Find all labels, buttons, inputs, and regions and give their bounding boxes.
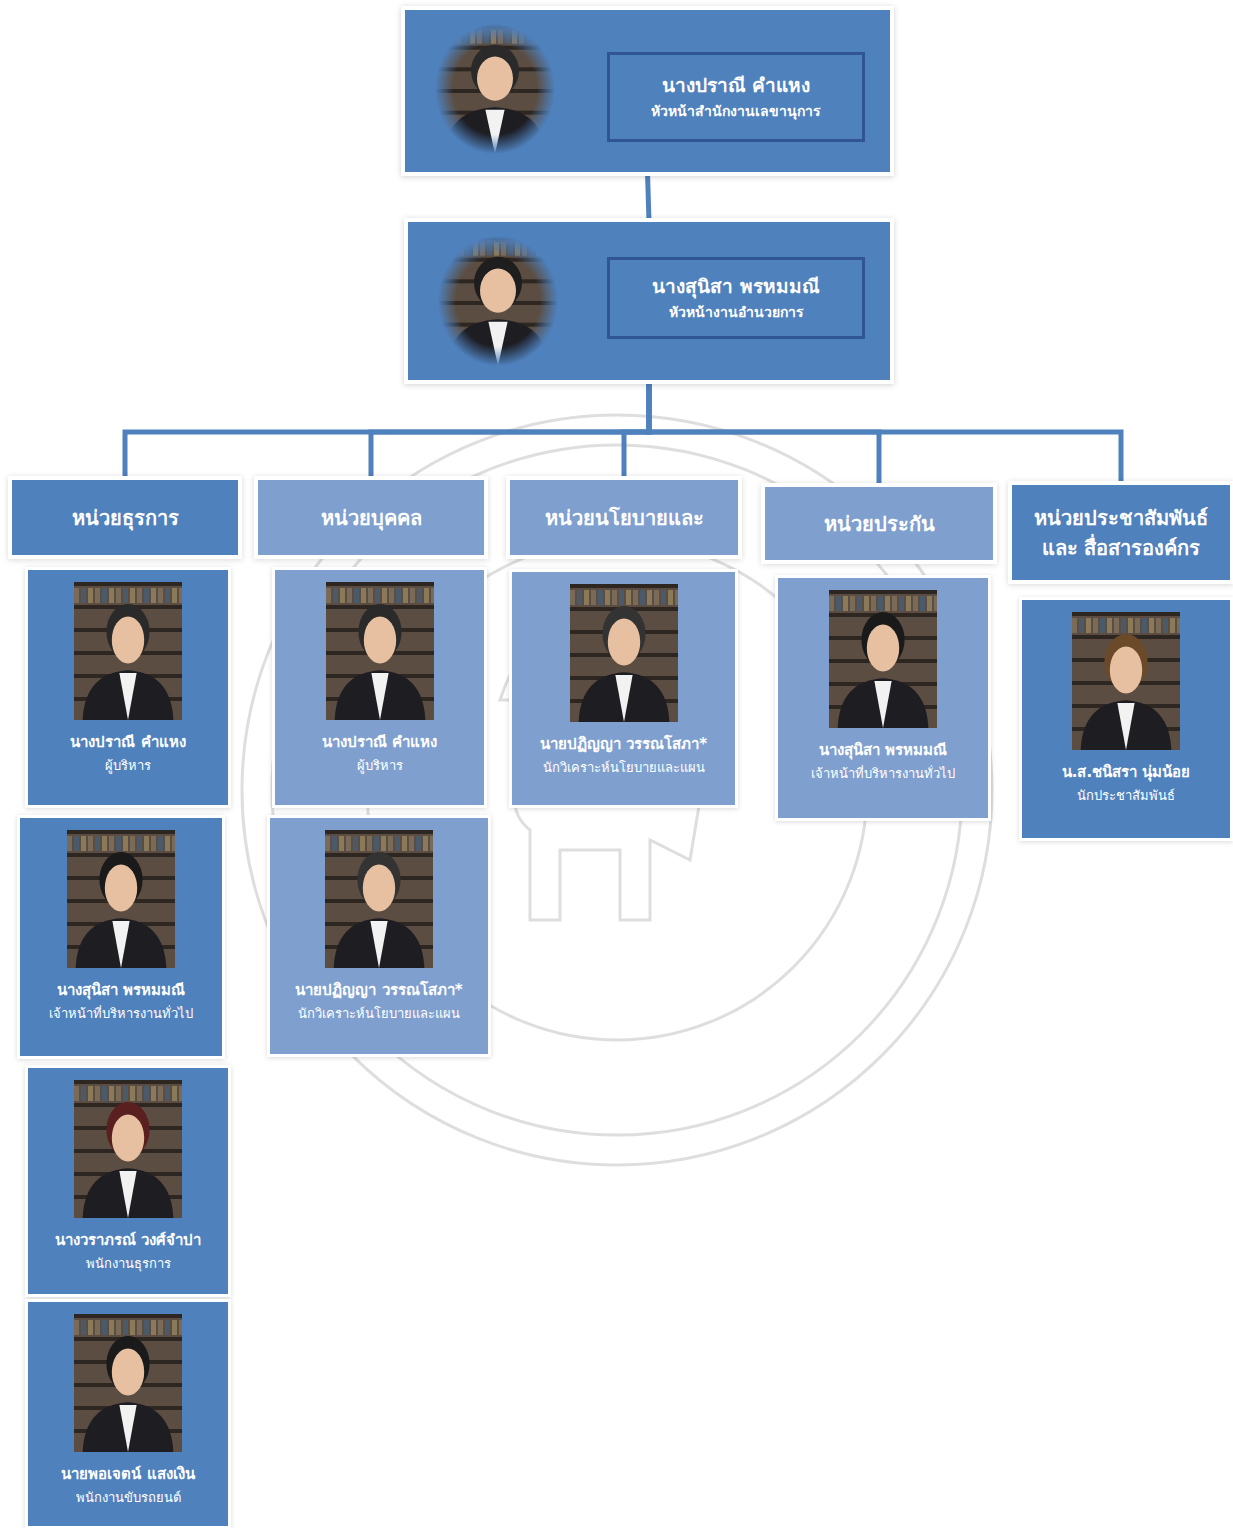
- name-frame: นางสุนิสา พรหมมณีหัวหน้างานอำนวยการ: [607, 257, 865, 339]
- node-heading: หน่วยประชาสัมพันธ์และ สื่อสารองค์กร: [1020, 503, 1222, 563]
- staff-card: นางวราภรณ์ วงศ์จำปาพนักงานธุรการ: [28, 1068, 228, 1294]
- portrait-photo: [74, 582, 182, 720]
- staff-card: น.ส.ชนิสรา นุ่มน้อยนักประชาสัมพันธ์: [1022, 600, 1230, 838]
- leader-box: นางสุนิสา พรหมมณีหัวหน้างานอำนวยการ: [408, 222, 890, 380]
- staff-card: นายพอเจตน์ แสงเงินพนักงานขับรถยนต์: [28, 1302, 228, 1526]
- node-subtitle: ผู้บริหาร: [357, 757, 403, 775]
- unit-header: หน่วยบุคคล: [258, 480, 484, 555]
- unit-header: หน่วยนโยบายและ: [510, 480, 738, 555]
- org-connector: [624, 380, 649, 480]
- node-heading: นางวราภรณ์ วงศ์จำปา: [55, 1230, 201, 1251]
- node-subtitle: พนักงานขับรถยนต์: [76, 1489, 181, 1507]
- portrait-photo: [74, 1314, 182, 1452]
- node-heading: นางปราณี คำแหง: [662, 73, 811, 99]
- staff-card: นายปฏิญญา วรรณโสภา* นักวิเคราะห์นโยบายและ…: [512, 572, 735, 805]
- staff-card: นางสุนิสา พรหมมณีเจ้าหน้าที่บริหารงานทั่…: [20, 818, 222, 1056]
- portrait-photo: [74, 1080, 182, 1218]
- node-subtitle: นักวิเคราะห์นโยบายและแผน: [298, 1005, 460, 1023]
- node-subtitle: หัวหน้างานอำนวยการ: [669, 303, 804, 322]
- node-heading: หน่วยประกัน: [824, 509, 935, 539]
- portrait-photo: [1072, 612, 1180, 750]
- node-heading: หน่วยนโยบายและ: [545, 503, 704, 533]
- staff-card: นางปราณี คำแหงผู้บริหาร: [28, 570, 228, 805]
- node-heading: นางสุนิสา พรหมมณี: [652, 274, 820, 300]
- node-heading: นายปฏิญญา วรรณโสภา*: [540, 734, 707, 755]
- node-subtitle: เจ้าหน้าที่บริหารงานทั่วไป: [49, 1005, 193, 1023]
- node-heading: นางปราณี คำแหง: [70, 732, 185, 753]
- leader-box: นางปราณี คำแหงหัวหน้าสำนักงานเลขานุการ: [405, 10, 890, 172]
- node-heading: นายพอเจตน์ แสงเงิน: [61, 1464, 194, 1485]
- org-connector: [371, 380, 649, 480]
- node-subtitle: นักวิเคราะห์นโยบายและแผน: [543, 759, 705, 777]
- node-heading: หน่วยบุคคล: [321, 503, 422, 533]
- node-heading: นางสุนิสา พรหมมณี: [57, 980, 185, 1001]
- staff-card: นางปราณี คำแหงผู้บริหาร: [275, 570, 484, 805]
- node-heading: หน่วยธุรการ: [72, 503, 179, 533]
- node-heading: นายปฏิญญา วรรณโสภา*: [295, 980, 462, 1001]
- node-subtitle: พนักงานธุรการ: [86, 1255, 171, 1273]
- node-heading: นางสุนิสา พรหมมณี: [819, 740, 947, 761]
- portrait-photo: [570, 584, 678, 722]
- portrait-photo: [829, 590, 937, 728]
- staff-card: นางสุนิสา พรหมมณีเจ้าหน้าที่บริหารงานทั่…: [778, 578, 988, 818]
- node-heading: น.ส.ชนิสรา นุ่มน้อย: [1062, 762, 1191, 783]
- portrait-photo: [438, 236, 558, 366]
- node-heading: นางปราณี คำแหง: [322, 732, 437, 753]
- portrait-photo: [325, 830, 433, 968]
- unit-header: หน่วยธุรการ: [12, 480, 238, 555]
- portrait-photo: [326, 582, 434, 720]
- org-connector: [125, 380, 649, 480]
- node-subtitle: เจ้าหน้าที่บริหารงานทั่วไป: [811, 765, 955, 783]
- portrait-photo: [67, 830, 175, 968]
- node-subtitle: นักประชาสัมพันธ์: [1077, 787, 1175, 805]
- node-subtitle: ผู้บริหาร: [105, 757, 151, 775]
- name-frame: นางปราณี คำแหงหัวหน้าสำนักงานเลขานุการ: [607, 52, 865, 142]
- org-connector: [648, 172, 650, 222]
- org-connector: [649, 380, 1121, 485]
- node-subtitle: หัวหน้าสำนักงานเลขานุการ: [651, 102, 821, 121]
- portrait-photo: [435, 24, 555, 154]
- staff-card: นายปฏิญญา วรรณโสภา* นักวิเคราะห์นโยบายและ…: [270, 818, 488, 1054]
- unit-header: หน่วยประชาสัมพันธ์และ สื่อสารองค์กร: [1012, 485, 1230, 580]
- unit-header: หน่วยประกัน: [765, 487, 993, 560]
